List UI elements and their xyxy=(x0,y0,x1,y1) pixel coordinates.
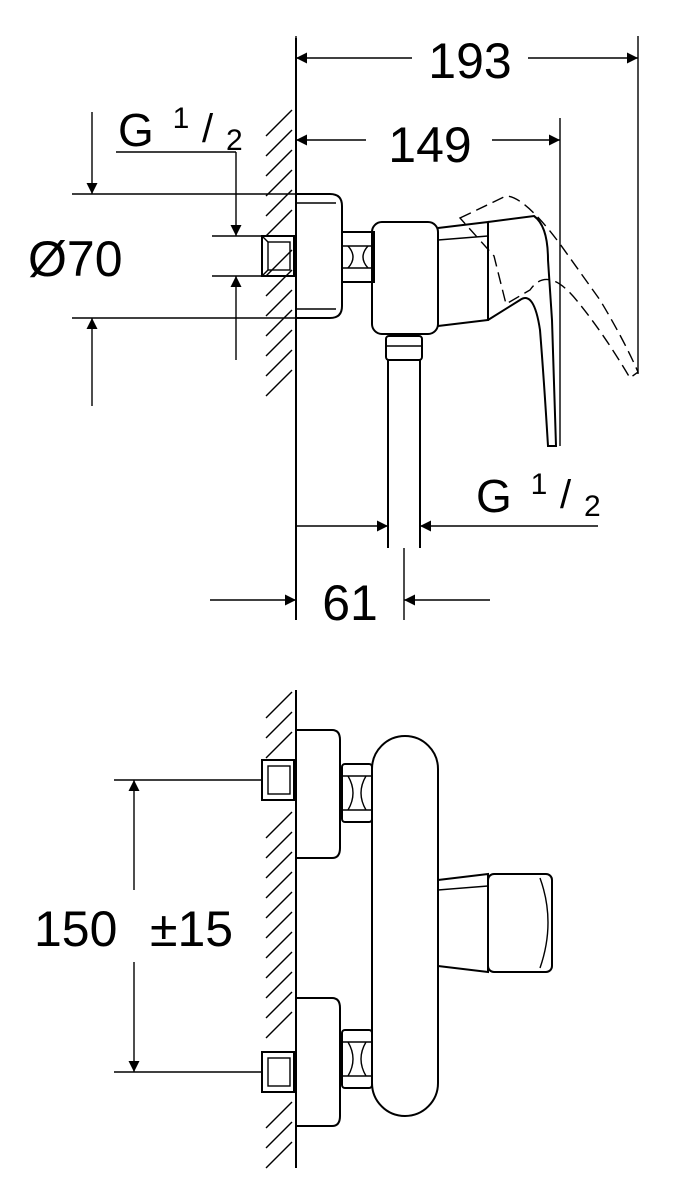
inlet-thread-prefix: G xyxy=(118,104,154,156)
dimension-61-label: 61 xyxy=(322,575,378,631)
inlet-thread-dimension: G 1 / 2 xyxy=(116,86,262,360)
wall-hatching-top xyxy=(265,38,297,620)
inlet-thread-numerator: 1 xyxy=(173,102,190,135)
svg-text:G 1 /: G 1 / 2 xyxy=(476,452,601,523)
dimension-diameter-70: Ø70 xyxy=(28,112,296,406)
dimension-193: 193 xyxy=(295,33,639,374)
side-view: 193 149 Ø70 G 1 / xyxy=(28,33,639,631)
upper-hex-nut xyxy=(341,763,373,823)
front-view: 150 ±15 xyxy=(34,690,553,1169)
lower-escutcheon xyxy=(296,997,341,1127)
outlet-thread-dimension: G 1 / 2 xyxy=(296,452,601,532)
lever-handle-side xyxy=(437,214,558,447)
outlet-thread-numerator: 1 xyxy=(531,468,548,501)
inlet-thread-denominator: 2 xyxy=(226,124,243,157)
upper-inlet-fitting xyxy=(261,759,295,801)
dimension-150-tolerance: ±15 xyxy=(150,901,233,957)
outlet-nut-side xyxy=(385,335,423,361)
mixer-body-front xyxy=(371,735,439,1117)
lower-inlet-fitting xyxy=(261,1051,295,1093)
dimension-diameter-label: Ø70 xyxy=(28,231,123,287)
mixer-body-side xyxy=(371,221,439,335)
dimension-150: 150 ±15 xyxy=(34,779,262,1073)
dimension-149-label: 149 xyxy=(388,117,471,173)
dimension-150-label: 150 xyxy=(34,901,117,957)
escutcheon-side xyxy=(296,193,343,319)
lower-hex-nut xyxy=(341,1029,373,1089)
lever-handle-front xyxy=(437,872,553,974)
lever-alternate-position xyxy=(458,195,639,380)
inlet-fitting-side xyxy=(261,235,295,277)
wall-hatching-bottom xyxy=(265,690,297,1169)
dimension-149: 149 xyxy=(296,117,561,446)
svg-text:G 1 /: G 1 / 2 xyxy=(118,86,243,157)
dimension-193-label: 193 xyxy=(428,33,511,89)
hex-nut-side xyxy=(341,231,375,283)
upper-escutcheon xyxy=(296,729,341,859)
outlet-thread-prefix: G xyxy=(476,470,512,522)
outlet-thread-denominator: 2 xyxy=(584,490,601,523)
dimension-61: 61 xyxy=(210,548,490,631)
